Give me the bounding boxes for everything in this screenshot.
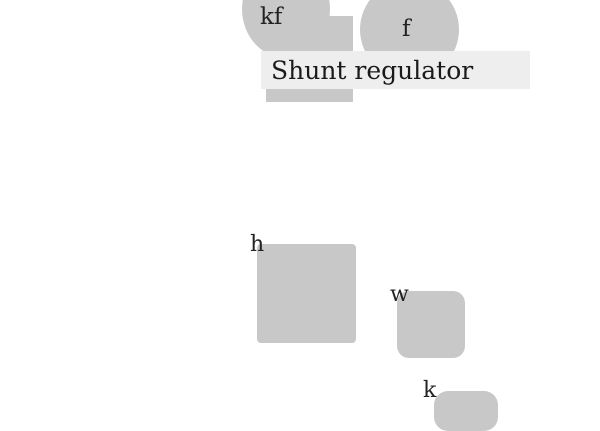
node-w-rounded-square [397,291,465,358]
node-k-rounded-rect [434,391,498,431]
node-label-h: h [250,232,265,257]
shunt-regulator-callout: Shunt regulator [261,51,530,89]
node-label-k: k [423,378,437,403]
callout-text: Shunt regulator [271,56,474,85]
node-label-kf: kf [260,4,283,30]
node-h-square [257,244,356,343]
node-label-w: w [390,282,409,307]
node-label-f: f [402,16,411,42]
